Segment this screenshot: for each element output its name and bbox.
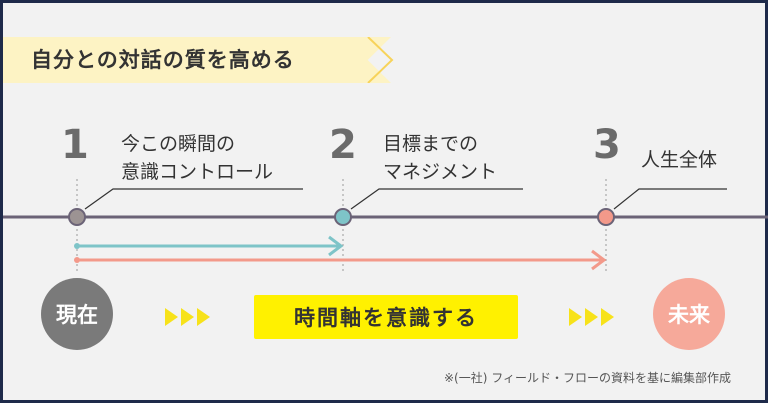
chevrons-right — [569, 308, 614, 326]
arrow-to-stage3-head — [591, 249, 607, 271]
center-label: 時間軸を意識する — [294, 306, 478, 330]
timeline-graphics — [3, 179, 768, 273]
stage3-number: 3 — [593, 122, 621, 168]
stage2-label-line1: 目標までの — [383, 133, 479, 155]
banner-title: 自分との対話の質を高める — [31, 48, 295, 72]
title-banner — [3, 37, 391, 83]
stage1-leader — [84, 188, 303, 210]
present-label: 現在 — [56, 303, 98, 327]
stage2-label-line2: マネジメント — [383, 161, 498, 183]
stage2-leader — [350, 188, 523, 210]
future-label: 未来 — [668, 303, 710, 327]
stage1-label-line1: 今この瞬間の — [121, 133, 236, 155]
stage3-marker — [597, 208, 615, 226]
stage1-label-line2: 意識コントロール — [121, 161, 274, 183]
chevrons-left — [165, 308, 210, 326]
stage1-marker — [68, 208, 86, 226]
stage1-number: 1 — [61, 122, 89, 168]
source-note: ※(一社) フィールド・フローの資料を基に編集部作成 — [444, 371, 731, 385]
stage3-label: 人生全体 — [641, 149, 718, 171]
banner-edge — [367, 37, 394, 83]
stage2-number: 2 — [329, 122, 357, 168]
stage2-marker — [334, 208, 352, 226]
stage3-leader — [613, 188, 727, 210]
center-highlight: 時間軸を意識する — [254, 295, 518, 339]
arrow-to-stage2-head — [328, 235, 344, 257]
future-circle: 未来 — [653, 278, 725, 350]
present-circle: 現在 — [41, 278, 113, 350]
